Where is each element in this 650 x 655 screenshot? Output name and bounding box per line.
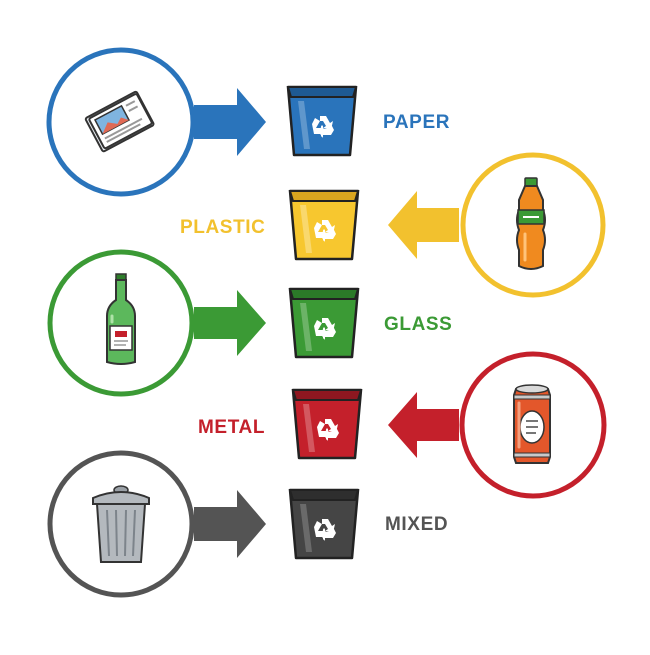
glass-arrow [194, 290, 266, 356]
magazine-icon [84, 90, 155, 153]
label-paper: PAPER [383, 112, 450, 133]
trash-can-icon [92, 485, 150, 563]
label-glass: GLASS [384, 314, 452, 335]
plastic-bottle-icon [516, 177, 546, 270]
row-metal: METAL [198, 351, 607, 499]
glass-bin-icon [288, 287, 360, 359]
row-plastic: PLASTIC [180, 152, 606, 298]
metal-bin-icon [291, 388, 363, 460]
label-mixed: MIXED [385, 514, 448, 535]
row-glass: GLASS [47, 249, 452, 397]
label-plastic: PLASTIC [180, 217, 265, 238]
row-paper: PAPER [46, 47, 450, 197]
metal-arrow [388, 392, 459, 458]
plastic-bin-icon [288, 189, 360, 261]
mixed-bin-icon [288, 488, 360, 560]
row-mixed: MIXED [47, 450, 448, 598]
glass-bottle-icon [106, 273, 136, 365]
label-metal: METAL [198, 417, 265, 438]
soda-can-icon [513, 384, 551, 464]
paper-bin-icon [286, 85, 358, 157]
plastic-arrow [388, 191, 459, 259]
mixed-arrow [194, 490, 266, 558]
paper-arrow [194, 88, 266, 156]
